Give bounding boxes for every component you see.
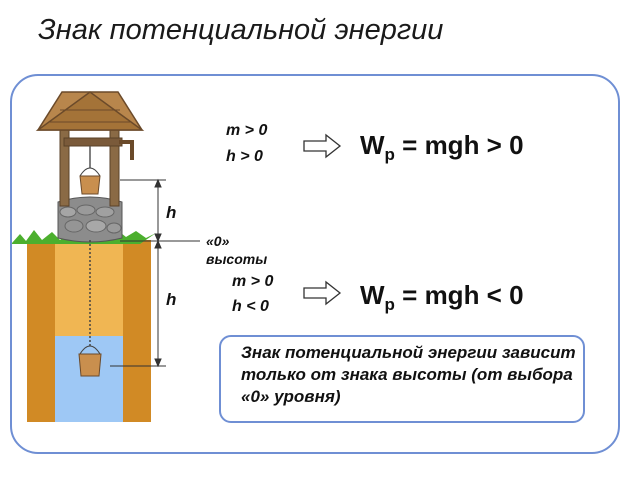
upper-bucket	[79, 146, 101, 195]
upper-condition-m: m > 0	[226, 122, 268, 139]
note-text: Знак потенциальной энергии зависит тольк…	[241, 343, 576, 406]
well-roof	[35, 91, 145, 131]
lower-bucket	[78, 345, 102, 377]
lower-formula-main: W	[360, 280, 385, 310]
height-label-lower: h	[166, 290, 177, 309]
lower-formula: Wp = mgh < 0	[360, 280, 524, 315]
height-label-upper: h	[166, 203, 177, 222]
page-title: Знак потенциальной энергии	[38, 14, 444, 46]
lower-condition-h: h < 0	[232, 298, 269, 315]
implies-arrow-upper	[303, 133, 342, 159]
upper-formula: Wp = mgh > 0	[360, 130, 524, 165]
height-dimension-lines	[110, 178, 200, 368]
lower-formula-rest: = mgh < 0	[394, 280, 524, 310]
stone-base	[57, 196, 123, 243]
zero-level-label: «0» высоты	[206, 232, 267, 268]
zero-level-line1: «0»	[206, 233, 230, 249]
water	[55, 336, 123, 422]
upper-formula-rest: = mgh > 0	[394, 130, 524, 160]
lower-condition-m: m > 0	[232, 273, 274, 290]
zero-level-line2: высоты	[206, 251, 268, 267]
upper-formula-main: W	[360, 130, 385, 160]
well-shaft	[27, 240, 151, 422]
note-box	[219, 335, 585, 423]
content-frame	[10, 74, 620, 454]
upper-formula-sub: p	[384, 145, 395, 164]
implies-arrow-lower	[303, 280, 342, 306]
upper-condition-h: h > 0	[226, 148, 263, 165]
lower-formula-sub: p	[384, 295, 395, 314]
